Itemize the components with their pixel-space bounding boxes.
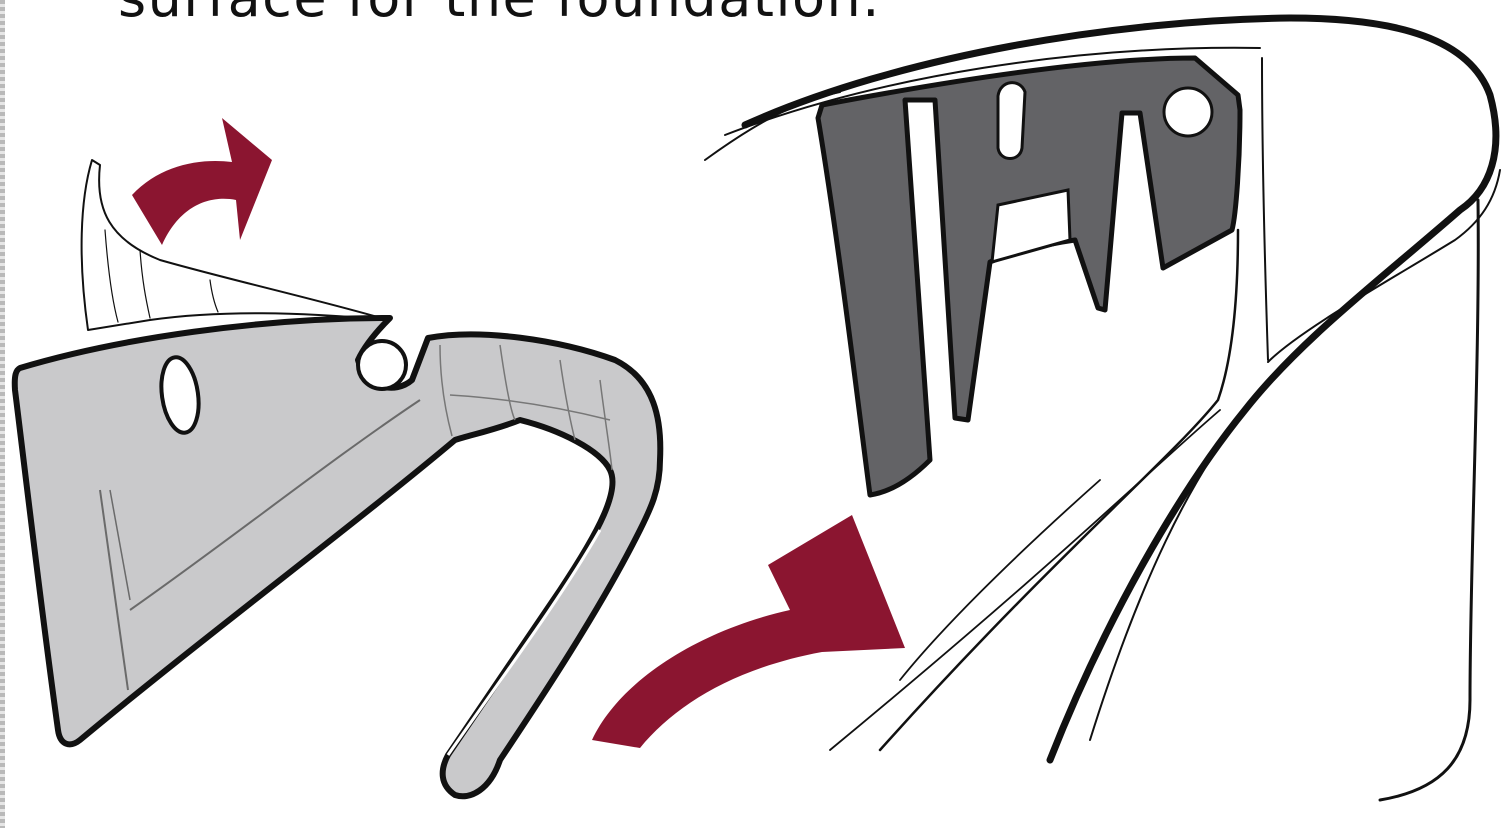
curved-arrow-icon [132,118,272,245]
curved-arrow-icon [592,515,905,748]
adhesive-plate [818,58,1240,495]
foundation-piece [15,318,661,796]
